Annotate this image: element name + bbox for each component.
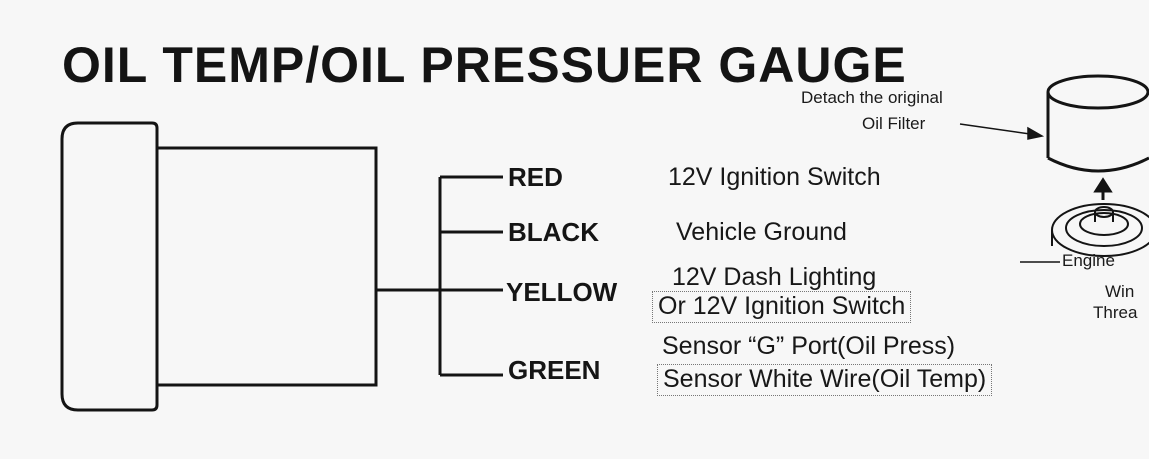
cut-label-1: Win bbox=[1105, 282, 1135, 301]
oil-filter-top bbox=[1046, 74, 1149, 110]
wire-harness bbox=[376, 175, 503, 377]
black-wire-description: Vehicle Ground bbox=[676, 218, 847, 246]
oil-filter bbox=[1046, 74, 1149, 173]
filter-pointer-line bbox=[959, 123, 1031, 135]
gauge-bezel bbox=[60, 121, 159, 412]
yellow-wire-description: 12V Dash Lighting bbox=[672, 263, 877, 291]
engine-label: Engine bbox=[1062, 251, 1115, 270]
mount-arrow bbox=[1093, 177, 1113, 200]
filter-pointer-arrowhead bbox=[1027, 126, 1045, 140]
mount-arrow-head bbox=[1093, 177, 1113, 193]
red-wire-description: 12V Ignition Switch bbox=[668, 163, 881, 191]
filter-note-line-1: Detach the original bbox=[801, 88, 943, 107]
gauge-housing bbox=[155, 146, 378, 387]
green-wire-description: Sensor “G” Port(Oil Press) bbox=[662, 332, 956, 360]
gauge-body bbox=[60, 121, 378, 412]
filter-note-line-2: Oil Filter bbox=[862, 114, 926, 133]
cut-label-2: Threa bbox=[1093, 303, 1138, 322]
engine-mount bbox=[1020, 203, 1149, 263]
wire-label-black: BLACK bbox=[508, 217, 599, 247]
yellow-wire-alt-description: Or 12V Ignition Switch bbox=[652, 291, 912, 323]
filter-pointer bbox=[959, 123, 1045, 140]
green-wire-alt-description: Sensor White Wire(Oil Temp) bbox=[657, 364, 993, 396]
wire-label-green: GREEN bbox=[508, 355, 601, 385]
mount-ring-2 bbox=[1065, 209, 1143, 247]
wire-label-yellow: YELLOW bbox=[506, 277, 618, 307]
mount-ring-3 bbox=[1079, 212, 1129, 236]
diagram-title: OIL TEMP/OIL PRESSUER GAUGE bbox=[62, 37, 907, 93]
oil-filter-bottom bbox=[1047, 156, 1149, 173]
wire-label-red: RED bbox=[508, 162, 563, 192]
